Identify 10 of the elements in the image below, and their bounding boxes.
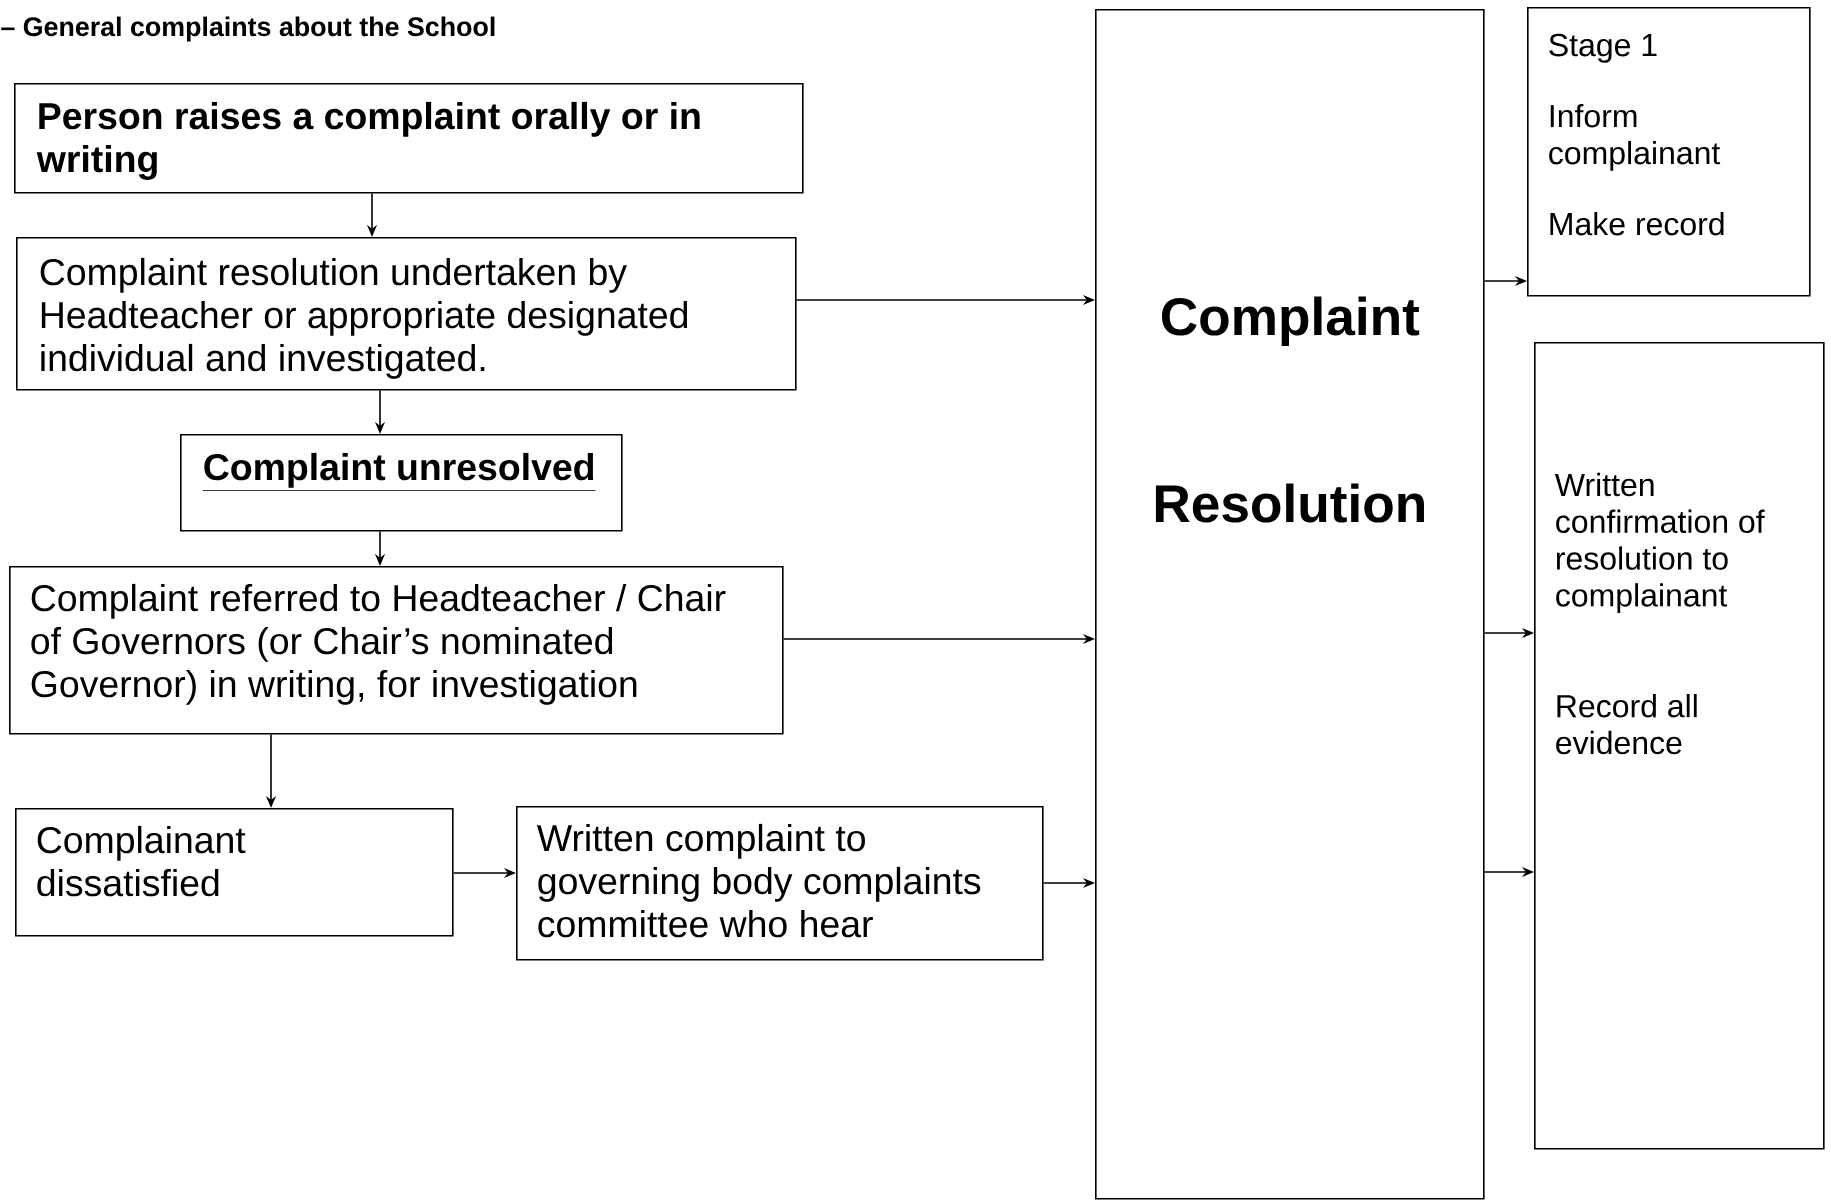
outcome-box: Stage 1 Inform complainant Make record: [1527, 7, 1811, 297]
resolution-box: Complaint Resolution: [1095, 9, 1485, 1200]
title: – General complaints about the School: [1, 16, 495, 42]
process-box: Complaint referred to Headteacher / Chair of Governors (or Chair’s nominated Governor) in writing, for investigation: [9, 566, 784, 735]
process-box: Written complaint to governing body complaints committee who hear: [516, 806, 1044, 961]
process-box: Complaint resolution undertaken by Headteacher or appropriate designated individual and investigated.: [16, 237, 797, 391]
process-box: Complainant dissatisfied: [15, 808, 454, 937]
process-box: Person raises a complaint orally or in writing: [14, 83, 804, 194]
process-box: Complaint unresolved: [180, 434, 623, 532]
outcome-box: Written confirmation of resolution to complainant Record all evidence: [1534, 342, 1825, 1150]
